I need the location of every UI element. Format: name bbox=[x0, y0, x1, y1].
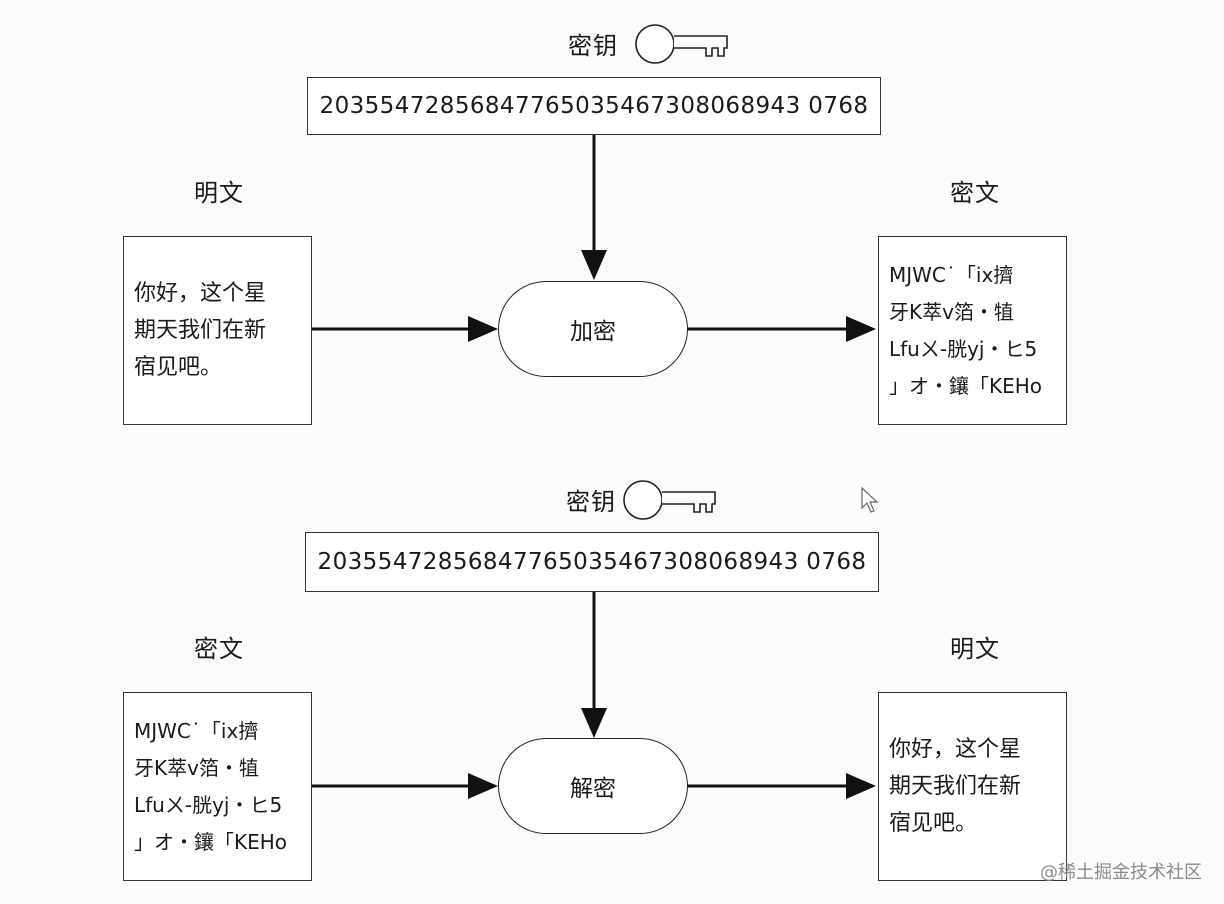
key-icon bbox=[623, 480, 716, 520]
encrypt-key-value: 20355472856847765035467308068943 0768 bbox=[319, 93, 869, 119]
encrypt-process-node: 加密 bbox=[498, 281, 688, 377]
encrypt-input-label: 明文 bbox=[194, 179, 244, 207]
decrypt-input-label: 密文 bbox=[194, 635, 244, 663]
arrow-icon bbox=[468, 316, 498, 342]
encrypt-key-value-box: 20355472856847765035467308068943 0768 bbox=[307, 77, 881, 135]
mouse-cursor-icon bbox=[861, 486, 879, 513]
encrypt-key-label: 密钥 bbox=[568, 32, 618, 60]
arrow-icon bbox=[581, 250, 607, 280]
decrypt-process-label: 解密 bbox=[570, 776, 616, 802]
encrypt-process-label: 加密 bbox=[570, 319, 616, 345]
decrypt-process-node: 解密 bbox=[498, 738, 688, 834]
encrypt-plaintext-box: 你好，这个星 期天我们在新 宿见吧。 bbox=[123, 236, 312, 425]
decrypt-plaintext-box: 你好，这个星 期天我们在新 宿见吧。 bbox=[878, 692, 1067, 881]
watermark: @稀土掘金技术社区 bbox=[1040, 862, 1202, 883]
encrypt-ciphertext-box: MJWC˙「ix擠 牙K萃v箔・犆 Lfuㄨ-胱yj・ヒ5 」オ・鑲「KEHo bbox=[878, 236, 1067, 425]
decrypt-plaintext: 你好，这个星 期天我们在新 宿见吧。 bbox=[889, 737, 1022, 836]
decrypt-key-value: 20355472856847765035467308068943 0768 bbox=[317, 549, 867, 575]
encrypt-output-label: 密文 bbox=[950, 179, 1000, 207]
arrow-icon bbox=[846, 773, 876, 799]
decrypt-output-label: 明文 bbox=[950, 635, 1000, 663]
arrow-icon bbox=[581, 708, 607, 738]
arrow-icon bbox=[468, 773, 498, 799]
decrypt-ciphertext-box: MJWC˙「ix擠 牙K萃v箔・犆 Lfuㄨ-胱yj・ヒ5 」オ・鑲「KEHo bbox=[123, 692, 312, 881]
encrypt-plaintext: 你好，这个星 期天我们在新 宿见吧。 bbox=[134, 281, 267, 380]
key-icon bbox=[635, 24, 728, 64]
decrypt-key-label: 密钥 bbox=[566, 488, 616, 516]
decrypt-ciphertext: MJWC˙「ix擠 牙K萃v箔・犆 Lfuㄨ-胱yj・ヒ5 」オ・鑲「KEHo bbox=[134, 718, 288, 854]
encrypt-ciphertext: MJWC˙「ix擠 牙K萃v箔・犆 Lfuㄨ-胱yj・ヒ5 」オ・鑲「KEHo bbox=[889, 262, 1043, 398]
decrypt-key-value-box: 20355472856847765035467308068943 0768 bbox=[305, 532, 879, 592]
arrow-icon bbox=[846, 316, 876, 342]
